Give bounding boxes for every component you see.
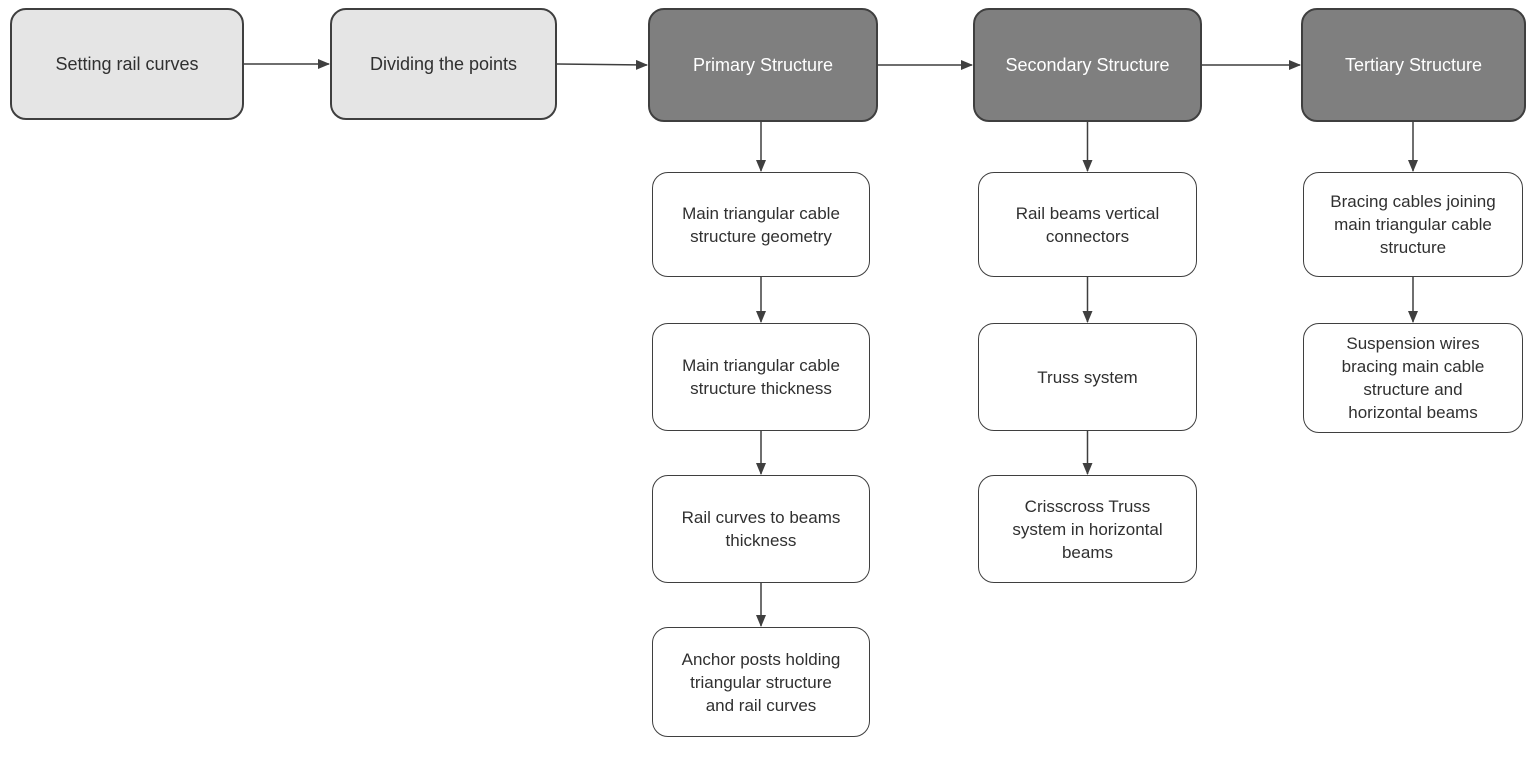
node-anchor-posts: Anchor posts holding triangular structur… — [652, 627, 870, 737]
node-bracing-cables: Bracing cables joining main triangular c… — [1303, 172, 1523, 277]
node-truss-system: Truss system — [978, 323, 1197, 431]
node-label: Primary Structure — [692, 55, 834, 75]
node-label: Secondary Structure — [1005, 55, 1170, 75]
node-dividing-the-points: Dividing the points — [330, 8, 557, 120]
node-primary-structure: Primary Structure — [648, 8, 878, 122]
node-label: Crisscross Truss system in horizontal be… — [1012, 496, 1163, 562]
node-label: Main triangular cable structure geometry — [682, 203, 840, 246]
node-rail-beams-vertical-connectors: Rail beams vertical connectors — [978, 172, 1197, 277]
node-label: Setting rail curves — [55, 54, 199, 74]
node-label: Rail beams vertical connectors — [1015, 203, 1160, 246]
node-main-cable-thickness: Main triangular cable structure thicknes… — [652, 323, 870, 431]
node-label: Suspension wires bracing main cable stru… — [1341, 334, 1485, 422]
node-label: Rail curves to beams thickness — [681, 508, 841, 550]
node-setting-rail-curves: Setting rail curves — [10, 8, 244, 120]
edge-dividing-the-points-to-primary-structure — [556, 59, 648, 70]
node-suspension-wires: Suspension wires bracing main cable stru… — [1303, 323, 1523, 433]
node-label: Bracing cables joining main triangular c… — [1330, 192, 1496, 257]
node-tertiary-structure: Tertiary Structure — [1301, 8, 1526, 122]
node-label: Anchor posts holding triangular structur… — [681, 649, 841, 715]
node-label: Truss system — [1037, 367, 1138, 387]
node-label: Main triangular cable structure thicknes… — [682, 356, 840, 398]
node-crisscross-truss: Crisscross Truss system in horizontal be… — [978, 475, 1197, 583]
node-secondary-structure: Secondary Structure — [973, 8, 1202, 122]
node-label: Dividing the points — [369, 54, 518, 74]
node-main-cable-geometry: Main triangular cable structure geometry — [652, 172, 870, 277]
node-label: Tertiary Structure — [1344, 55, 1483, 75]
node-rail-curves-to-beams-thickness: Rail curves to beams thickness — [652, 475, 870, 583]
